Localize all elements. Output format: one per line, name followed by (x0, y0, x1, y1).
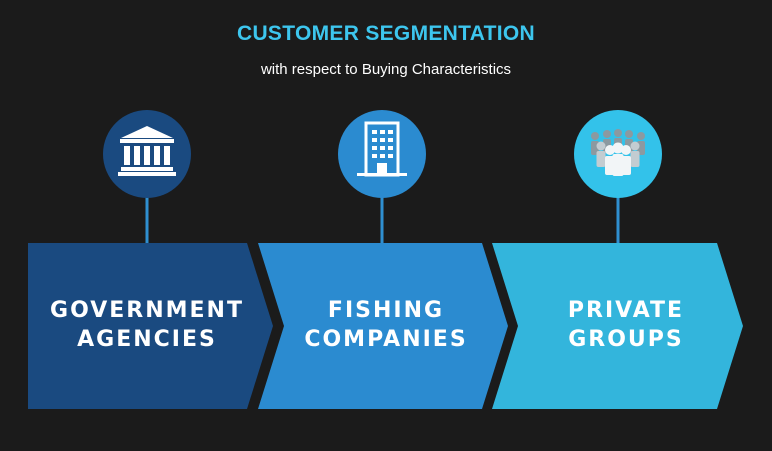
segment-government-agencies: GOVERNMENT AGENCIES (28, 110, 273, 409)
segment-fishing-companies: FISHING COMPANIES (258, 110, 508, 409)
government-building-icon (118, 126, 176, 176)
page-subtitle: with respect to Buying Characteristics (260, 61, 512, 78)
segment-arrow (28, 243, 273, 409)
segment-label-line1: PRIVATE (568, 298, 684, 323)
segment-arrow (492, 243, 743, 409)
page-title: CUSTOMER SEGMENTATION (237, 22, 535, 45)
segment-label-line2: GROUPS (568, 327, 684, 352)
segment-label-line1: GOVERNMENT (50, 298, 244, 323)
segment-label-line2: AGENCIES (77, 327, 217, 352)
segment-label-line1: FISHING (328, 298, 444, 323)
segment-arrow (258, 243, 508, 409)
office-building-icon (357, 121, 407, 177)
people-group-icon (591, 129, 645, 176)
segment-private-groups: PRIVATE GROUPS (492, 110, 743, 409)
segment-label-line2: COMPANIES (304, 327, 467, 352)
